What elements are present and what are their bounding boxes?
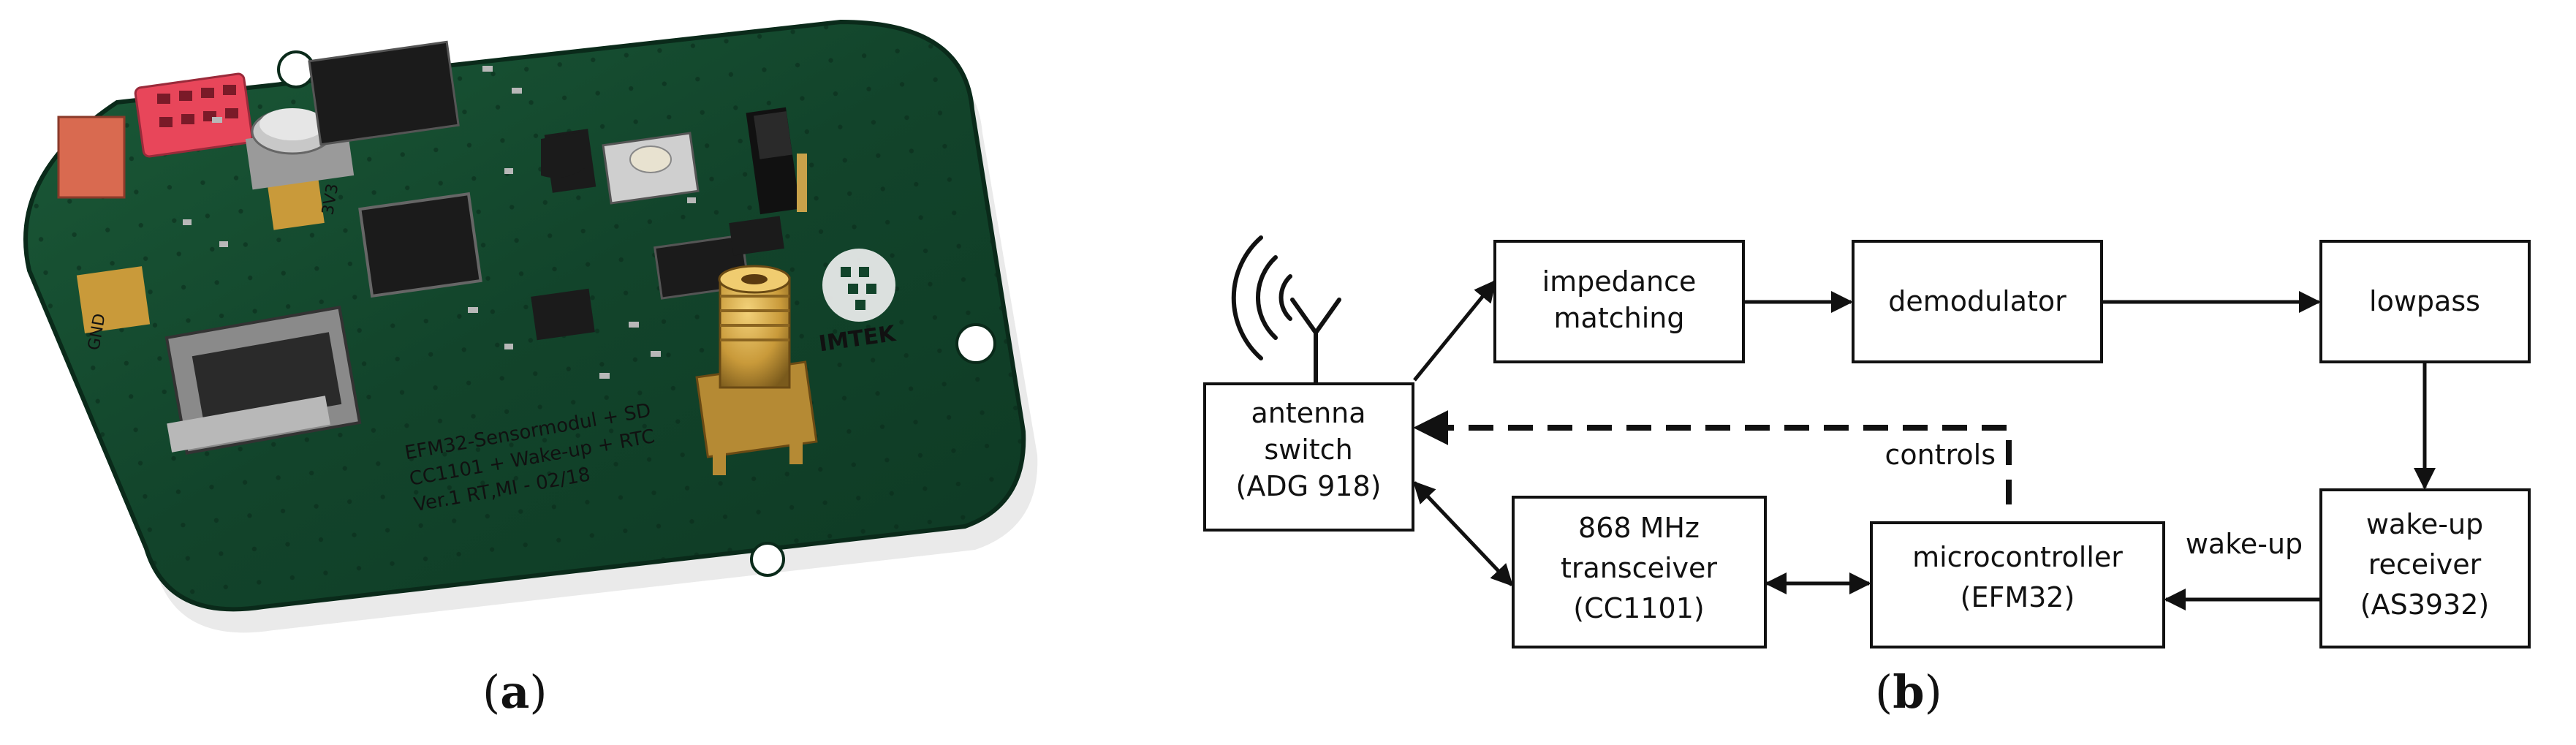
caption-b: (b) bbox=[1875, 665, 1942, 719]
pcb-photo-panel: GND 3V3 bbox=[0, 0, 1140, 745]
transceiver-label-3: (CC1101) bbox=[1573, 592, 1704, 624]
impedance-label-1: impedance bbox=[1542, 265, 1697, 298]
block-wakeup-receiver: wake-up receiver (AS3932) bbox=[2319, 488, 2531, 648]
battery-holder bbox=[245, 108, 355, 190]
block-demodulator: demodulator bbox=[1852, 240, 2103, 363]
transceiver-label-1: 868 MHz bbox=[1578, 512, 1700, 544]
impedance-label-2: matching bbox=[1554, 302, 1685, 334]
pcb-photo: GND 3V3 bbox=[23, 19, 1038, 633]
lowpass-label: lowpass bbox=[2369, 285, 2480, 317]
caption-b-letter: b bbox=[1893, 665, 1925, 719]
imtek-logo: IMTEK bbox=[817, 249, 898, 357]
wakeup-edge-label: wake-up bbox=[2186, 528, 2303, 560]
controls-label: controls bbox=[1884, 439, 1996, 471]
wakeup-receiver-label-2: receiver bbox=[2368, 548, 2482, 581]
smd-components bbox=[183, 66, 696, 379]
transceiver-label-2: transceiver bbox=[1561, 552, 1717, 584]
microcontroller-label-2: (EFM32) bbox=[1961, 581, 2075, 613]
arrow-switch-transceiver bbox=[1412, 480, 1514, 587]
red-pin-header bbox=[57, 72, 254, 199]
antenna-icon bbox=[1231, 235, 1341, 386]
gnd-pad bbox=[76, 266, 151, 333]
block-transceiver: 868 MHz transceiver (CC1101) bbox=[1512, 496, 1767, 648]
diagram-connectors bbox=[1412, 279, 2436, 610]
caption-a-open: ( bbox=[482, 665, 501, 719]
arrow-switch-to-impedance bbox=[1413, 279, 1496, 382]
caption-a-letter: a bbox=[500, 665, 530, 719]
wakeup-receiver-label-1: wake-up bbox=[2366, 508, 2483, 540]
sd-card-slot bbox=[164, 306, 362, 455]
mounting-hole bbox=[277, 50, 315, 88]
block-antenna-switch: antenna switch (ADG 918) bbox=[1203, 382, 1414, 532]
wakeup-receiver-label-3: (AS3932) bbox=[2360, 589, 2489, 621]
push-button bbox=[602, 132, 700, 205]
vcc-pad bbox=[268, 179, 325, 230]
block-microcontroller: microcontroller (EFM32) bbox=[1870, 521, 2165, 648]
caption-b-close: ) bbox=[1924, 665, 1942, 719]
demodulator-label: demodulator bbox=[1888, 285, 2067, 317]
mounting-hole bbox=[955, 323, 996, 364]
block-diagram-panel: antenna switch (ADG 918) impedance match… bbox=[1140, 0, 2576, 745]
microcontroller-label-1: microcontroller bbox=[1912, 541, 2123, 573]
antenna-switch-label-2: switch bbox=[1264, 434, 1352, 466]
caption-b-open: ( bbox=[1875, 665, 1893, 719]
caption-a-close: ) bbox=[529, 665, 548, 719]
block-diagram: antenna switch (ADG 918) impedance match… bbox=[1203, 235, 2531, 648]
block-impedance-matching: impedance matching bbox=[1493, 240, 1745, 363]
antenna-switch-label-3: (ADG 918) bbox=[1236, 470, 1382, 502]
jumper-pins bbox=[746, 107, 807, 215]
caption-a: (a) bbox=[482, 665, 548, 719]
sma-connector bbox=[695, 265, 818, 475]
transistor bbox=[541, 132, 585, 178]
antenna-switch-label-1: antenna bbox=[1251, 397, 1365, 429]
mounting-hole bbox=[750, 542, 785, 577]
block-lowpass: lowpass bbox=[2319, 240, 2531, 363]
